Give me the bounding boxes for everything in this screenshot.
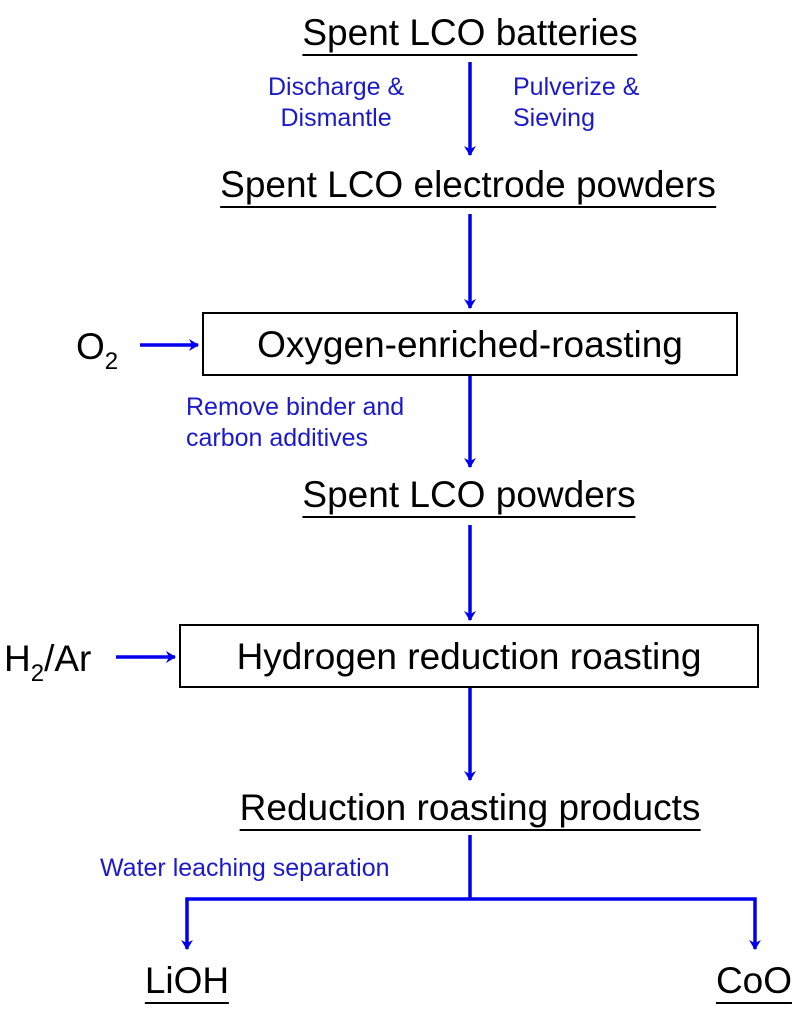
input-subscript: 2 — [104, 348, 119, 375]
input-formula: O — [76, 326, 105, 367]
node-label: LiOH — [144, 962, 230, 1004]
node-lioh: LiOH — [144, 962, 230, 1004]
process-box-hydrogen-reduction-roasting: Hydrogen reduction roasting — [179, 624, 759, 688]
node-spent-lco-batteries: Spent LCO batteries — [302, 14, 638, 56]
annotation-remove-binder: Remove binder and carbon additives — [186, 392, 404, 454]
input-subscript: 2 — [30, 660, 45, 687]
annotation-line: Remove binder and — [186, 393, 405, 421]
annotation-line: carbon additives — [186, 424, 369, 452]
branch-to-coo — [470, 897, 761, 950]
annotation-discharge-dismantle: Discharge & Dismantle — [268, 72, 404, 134]
node-coo: CoO — [715, 962, 793, 1004]
input-hydrogen-argon: H2/Ar — [4, 640, 91, 686]
annotation-line: Water leaching separation — [100, 854, 390, 882]
input-formula: H — [4, 638, 31, 679]
process-label: Oxygen-enriched-roasting — [257, 323, 683, 365]
node-label: Spent LCO electrode powders — [220, 166, 716, 208]
node-reduction-roasting-products: Reduction roasting products — [239, 789, 701, 831]
annotation-line: Sieving — [513, 104, 595, 132]
annotation-line: Pulverize & — [513, 73, 640, 101]
input-oxygen: O2 — [76, 328, 118, 374]
branch-to-lioh — [181, 897, 470, 950]
annotation-water-leaching: Water leaching separation — [100, 853, 390, 884]
process-box-oxygen-enriched-roasting: Oxygen-enriched-roasting — [202, 312, 738, 376]
input-suffix: /Ar — [44, 638, 92, 679]
node-label: CoO — [715, 962, 793, 1004]
annotation-line: Discharge & — [268, 73, 405, 101]
annotation-line: Dismantle — [280, 104, 392, 132]
node-label: Spent LCO batteries — [302, 14, 638, 56]
node-spent-lco-powders: Spent LCO powders — [302, 476, 636, 518]
node-label: Spent LCO powders — [302, 476, 636, 518]
annotation-pulverize-sieving: Pulverize & Sieving — [513, 72, 639, 134]
process-label: Hydrogen reduction roasting — [236, 635, 702, 677]
node-spent-lco-electrode-powders: Spent LCO electrode powders — [220, 166, 716, 208]
node-label: Reduction roasting products — [239, 789, 701, 831]
